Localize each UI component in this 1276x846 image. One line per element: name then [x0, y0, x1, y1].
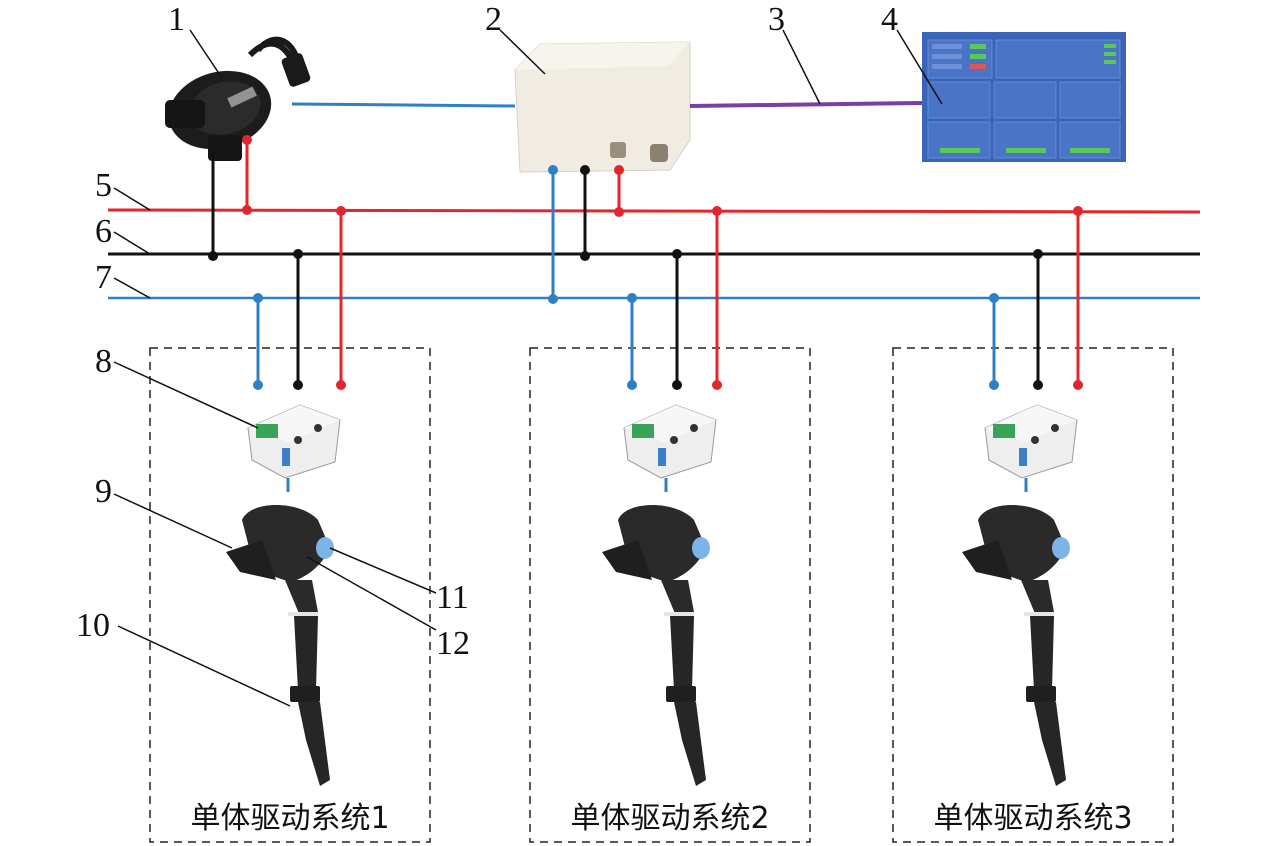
seed-metering-row-unit-icon [602, 505, 710, 786]
callout-8: 8 [95, 343, 112, 380]
callout-12: 12 [436, 625, 470, 662]
motor-driver-module-icon [247, 404, 341, 479]
junction-node [548, 294, 558, 304]
callout-4: 4 [881, 1, 898, 38]
junction-node [614, 165, 624, 175]
junction-node [614, 207, 624, 217]
system-boundary [529, 347, 811, 843]
junction-node [548, 165, 558, 175]
callout-11: 11 [436, 579, 469, 616]
callout-10: 10 [76, 607, 110, 644]
motor-driver-module-icon [984, 404, 1078, 479]
system-boundary [892, 347, 1174, 843]
system-1-label: 单体驱动系统1 [190, 801, 389, 836]
callout-7: 7 [95, 259, 112, 296]
sensor-blue-link [291, 102, 516, 108]
sensor-power-node [242, 135, 252, 145]
junction-node [242, 205, 252, 215]
junction-node [580, 251, 590, 261]
purple-data-link [689, 101, 923, 108]
callout-2: 2 [485, 1, 502, 38]
callout-1: 1 [168, 1, 185, 38]
controller-box-icon [514, 41, 691, 173]
wheel-speed-sensor-icon [165, 36, 311, 161]
motor-driver-module-icon [623, 404, 717, 479]
display-terminal-icon [922, 32, 1126, 162]
system-3-label: 单体驱动系统3 [933, 801, 1132, 836]
system-2-label: 单体驱动系统2 [570, 801, 769, 836]
junction-node [580, 165, 590, 175]
callout-9: 9 [95, 473, 112, 510]
system-boundary [149, 347, 431, 843]
callout-6: 6 [95, 213, 112, 250]
leader-lines [113, 29, 943, 707]
callout-3: 3 [768, 1, 785, 38]
red-power-bus [107, 208, 1201, 214]
drive-system-3 [892, 211, 1174, 843]
seed-metering-row-unit-icon [962, 505, 1070, 786]
seed-metering-row-unit-icon [226, 505, 334, 786]
drive-system-2 [529, 211, 811, 843]
drive-system-1 [149, 211, 431, 843]
junction-node [208, 251, 218, 261]
callout-5: 5 [95, 167, 112, 204]
